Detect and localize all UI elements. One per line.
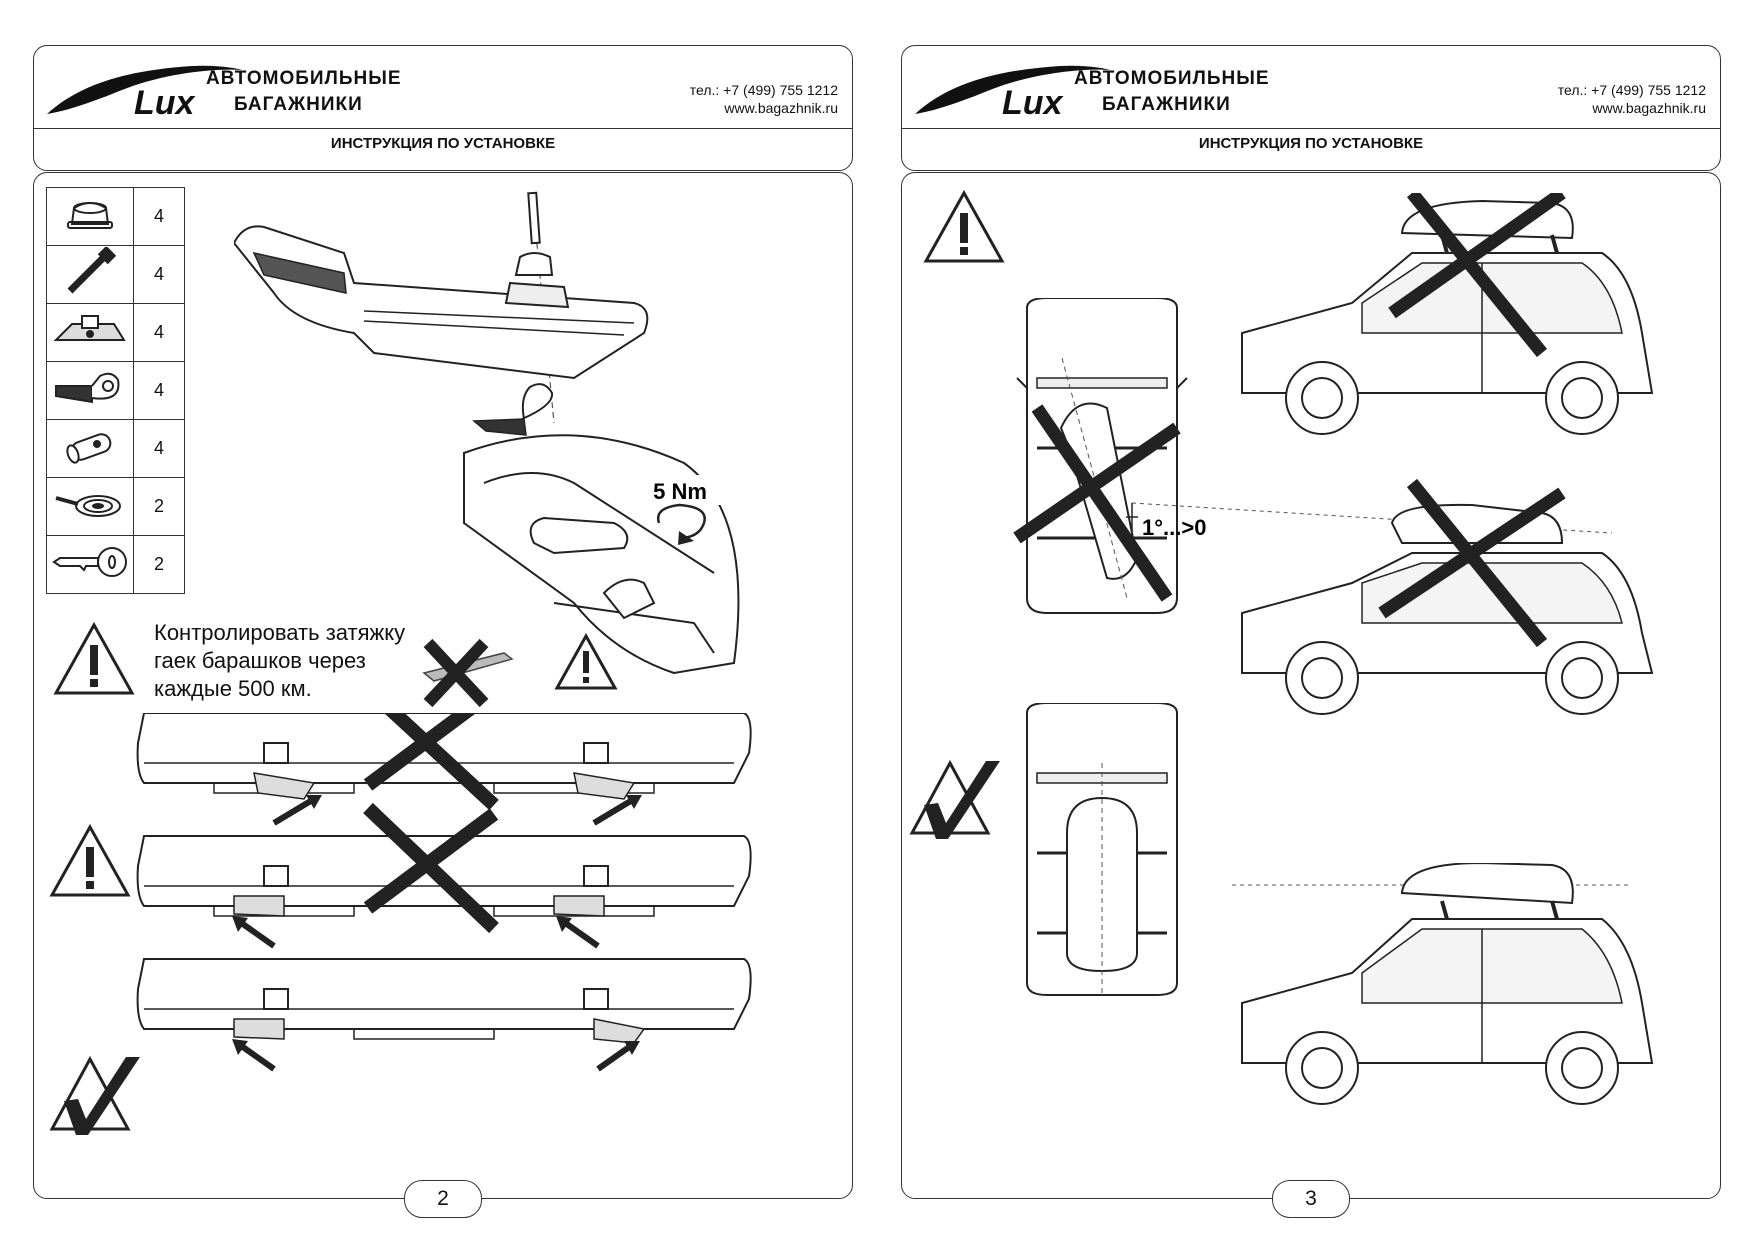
- contact-block: тел.: +7 (499) 755 1212 www.bagazhnik.ru: [1558, 81, 1706, 117]
- clamp-bracket-icon: [46, 361, 134, 420]
- wing-nut-drawing: [514, 252, 554, 276]
- key-icon: [46, 535, 134, 594]
- warning-text-line: каждые 500 км.: [154, 676, 312, 701]
- warning-text-line: Контролировать затяжку: [154, 620, 406, 645]
- check-triangle-icon: [909, 759, 1000, 839]
- document-title: ИНСТРУКЦИЯ ПО УСТАНОВКЕ: [330, 135, 556, 152]
- logo-wordmark: Lux: [1002, 84, 1065, 122]
- barrel-nut-icon: [46, 419, 134, 478]
- clamp-bracket-drawing: [472, 418, 527, 436]
- left-header: Lux АВТОМОБИЛЬНЫЕ БАГАЖНИКИ тел.: +7 (49…: [33, 45, 853, 171]
- warning-triangle-icon: [554, 633, 618, 690]
- part-qty: 4: [133, 245, 185, 304]
- brand-line-2: БАГАЖНИКИ: [1102, 94, 1231, 115]
- contact-block: тел.: +7 (499) 755 1212 www.bagazhnik.ru: [690, 81, 838, 117]
- website-link[interactable]: www.bagazhnik.ru: [1592, 100, 1706, 116]
- roof-box-side-drawing: [1400, 863, 1574, 905]
- rotation-arrow-icon: [656, 503, 706, 540]
- roof-box-shell-drawing: [234, 225, 649, 380]
- right-header: Lux АВТОМОБИЛЬНЫЕ БАГАЖНИКИ тел.: +7 (49…: [901, 45, 1721, 171]
- warning-triangle-icon: [53, 621, 135, 695]
- no-wrench-icon: [422, 638, 514, 708]
- parts-row: 4: [46, 187, 185, 246]
- rail-diagram-wrong-2: [136, 802, 752, 949]
- rail-diagram-wrong-1: [136, 713, 752, 826]
- phone-number: тел.: +7 (499) 755 1212: [1557, 82, 1706, 98]
- parts-table: 4 4 4 4 4: [46, 187, 185, 594]
- parts-row: 4: [46, 245, 185, 304]
- warning-triangle-icon: [49, 823, 131, 897]
- page-number: 2: [404, 1180, 482, 1218]
- mounting-plate-icon: [46, 303, 134, 362]
- brand-line-1: АВТОМОБИЛЬНЫЕ: [206, 68, 402, 89]
- lux-logo: Lux: [47, 65, 242, 122]
- website-link[interactable]: www.bagazhnik.ru: [724, 100, 838, 116]
- torque-label: 5 Nm: [653, 479, 707, 504]
- lux-logo: Lux: [915, 65, 1110, 122]
- parts-row: 4: [46, 303, 185, 362]
- parts-row: 2: [46, 535, 185, 594]
- car-side-correct-drawing: [1232, 863, 1654, 1105]
- mounting-plate-drawing: [504, 281, 570, 309]
- left-main-panel: 4 4 4 4 4: [33, 172, 853, 1218]
- page-number: 3: [1272, 1180, 1350, 1218]
- car-side-wrong-1-drawing: [1241, 193, 1654, 435]
- part-qty: 2: [133, 477, 185, 536]
- document-title: ИНСТРУКЦИЯ ПО УСТАНОВКЕ: [1198, 135, 1424, 152]
- bolt-drawing: [527, 191, 541, 245]
- warning-text: Контролировать затяжку гаек барашков чер…: [154, 619, 405, 703]
- part-qty: 4: [133, 303, 185, 362]
- torque-detail-drawing: 5 Nm: [463, 434, 740, 675]
- exploded-assembly-drawing: [234, 191, 649, 450]
- brand-line-2: БАГАЖНИКИ: [234, 94, 363, 115]
- tilt-angle-label: 1°...>0: [1142, 515, 1206, 540]
- warning-triangle-icon: [923, 189, 1005, 263]
- phone-number: тел.: +7 (499) 755 1212: [689, 82, 838, 98]
- header-divider: [34, 128, 852, 129]
- part-qty: 4: [133, 187, 185, 246]
- car-side-wrong-2-drawing: 1°...>0: [1126, 478, 1654, 715]
- rail-position-diagrams: [136, 713, 752, 1072]
- top-view-correct-drawing: [1026, 703, 1178, 996]
- top-view-wrong-drawing: [1013, 298, 1188, 614]
- rail-diagram-correct: [136, 958, 752, 1072]
- brand-line-1: АВТОМОБИЛЬНЫЕ: [1074, 68, 1270, 89]
- part-qty: 4: [133, 419, 185, 478]
- header-divider: [902, 128, 1720, 129]
- part-qty: 2: [133, 535, 185, 594]
- bolt-icon: [46, 245, 134, 304]
- adhesive-tape-icon: [46, 477, 134, 536]
- parts-row: 2: [46, 477, 185, 536]
- right-main-panel: 1°...>0 3: [901, 172, 1721, 1218]
- wing-nut-icon: [46, 187, 134, 246]
- check-triangle-icon: [49, 1055, 140, 1135]
- parts-row: 4: [46, 419, 185, 478]
- warning-text-line: гаек барашков через: [154, 648, 366, 673]
- parts-row: 4: [46, 361, 185, 420]
- logo-wordmark: Lux: [134, 84, 197, 122]
- part-qty: 4: [133, 361, 185, 420]
